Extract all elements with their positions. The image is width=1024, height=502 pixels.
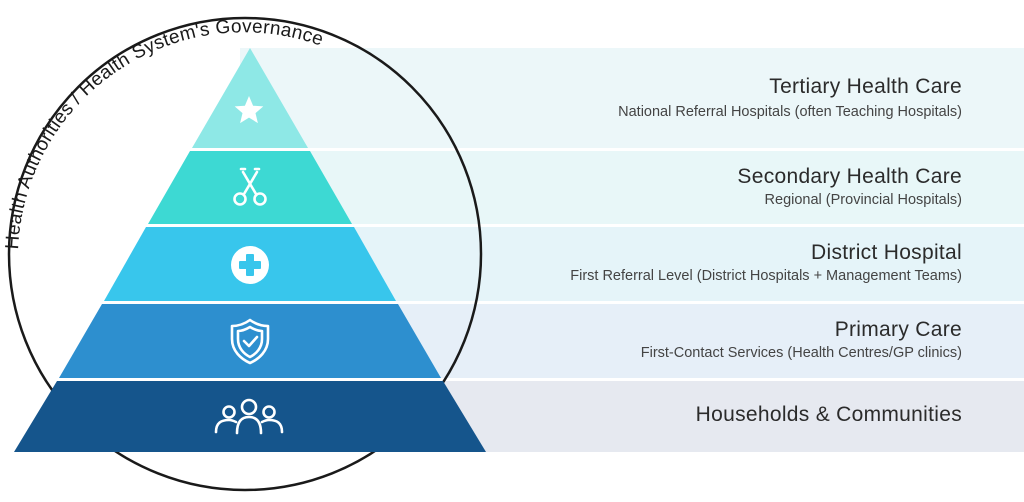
community-group-icon [214,398,284,435]
shield-check-icon [230,318,270,365]
level-district: District Hospital First Referral Level (… [570,240,962,286]
level-title: Tertiary Health Care [769,75,962,98]
tier-secondary [148,151,352,224]
governance-circle [7,16,483,492]
level-subtitle: First Referral Level (District Hospitals… [570,268,962,284]
tier-tertiary [192,48,308,148]
level-households: Households & Communities [696,402,962,428]
star-icon [234,96,264,124]
level-secondary: Secondary Health Care Regional (Provinci… [737,164,962,210]
band-tertiary [240,48,1024,148]
level-subtitle: First-Contact Services (Health Centres/G… [640,345,962,361]
surgical-scissors-icon [233,167,267,206]
level-primary: Primary Care First-Contact Services (Hea… [641,317,962,363]
level-title: District Hospital [811,241,962,264]
tier-primary [59,304,441,378]
band-households [420,381,1024,452]
band-secondary [240,151,1024,224]
level-subtitle: National Referral Hospitals (often Teach… [618,104,962,120]
level-title: Secondary Health Care [737,165,962,188]
level-subtitle: Regional (Provincial Hospitals) [764,192,962,208]
level-title: Households & Communities [695,403,962,426]
medical-cross-icon [231,246,269,284]
level-title: Primary Care [834,318,962,341]
level-tertiary: Tertiary Health Care National Referral H… [618,74,962,122]
